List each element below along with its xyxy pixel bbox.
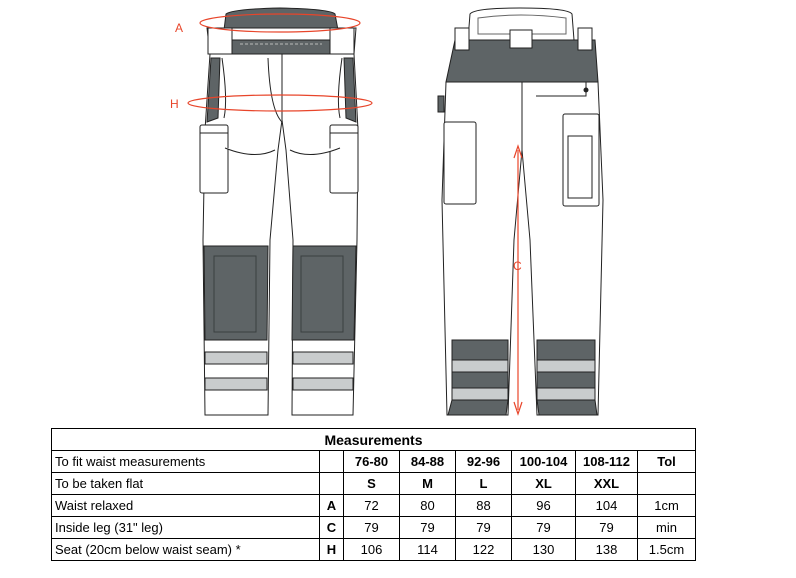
measurement-markers (187, 13, 523, 416)
size-value-cell: 84-88 (399, 450, 456, 473)
back-view (437, 7, 604, 416)
size-value-cell: 122 (455, 538, 512, 561)
size-value-cell: 76-80 (343, 450, 400, 473)
seat-dimension-label: H (170, 97, 179, 111)
size-value-cell: 79 (575, 516, 638, 539)
row-code: C (319, 516, 344, 539)
size-value-cell: 79 (343, 516, 400, 539)
row-label: Seat (20cm below waist seam) * (51, 538, 320, 561)
tolerance-cell: min (637, 516, 696, 539)
measurements-table: Measurements To fit waist measurements 76… (51, 428, 696, 561)
size-value-cell: 80 (399, 494, 456, 517)
row-label: To be taken flat (51, 472, 320, 495)
size-value-cell: 92-96 (455, 450, 512, 473)
size-value-cell: 106 (343, 538, 400, 561)
tolerance-cell (637, 472, 696, 495)
size-value-cell: 79 (511, 516, 576, 539)
size-value-cell: 79 (455, 516, 512, 539)
size-value-cell: 114 (399, 538, 456, 561)
size-value-cell: 108-112 (575, 450, 638, 473)
tolerance-cell: Tol (637, 450, 696, 473)
seat-measure-ring (187, 94, 373, 112)
front-view (199, 7, 359, 416)
size-value-cell: 96 (511, 494, 576, 517)
row-label: Waist relaxed (51, 494, 320, 517)
size-value-cell: 104 (575, 494, 638, 517)
inside-leg-dimension-label: C (513, 259, 522, 273)
size-value-cell: 138 (575, 538, 638, 561)
tolerance-cell: 1cm (637, 494, 696, 517)
table-title-row: Measurements (51, 428, 696, 451)
waist-dimension-label: A (175, 21, 183, 35)
trousers-technical-drawing: A H C (170, 7, 604, 416)
size-value-cell: L (455, 472, 512, 495)
row-code: A (319, 494, 344, 517)
waist-measure-ring (199, 13, 361, 33)
row-label: To fit waist measurements (51, 450, 320, 473)
table-title: Measurements (51, 428, 696, 451)
row-label: Inside leg (31" leg) (51, 516, 320, 539)
size-value-cell: XXL (575, 472, 638, 495)
size-value-cell: 79 (399, 516, 456, 539)
row-code: H (319, 538, 344, 561)
size-value-cell: 88 (455, 494, 512, 517)
size-value-cell: 130 (511, 538, 576, 561)
size-value-cell: 100-104 (511, 450, 576, 473)
tolerance-cell: 1.5cm (637, 538, 696, 561)
size-value-cell: M (399, 472, 456, 495)
size-value-cell: XL (511, 472, 576, 495)
size-value-cell: S (343, 472, 400, 495)
size-value-cell: 72 (343, 494, 400, 517)
row-code (319, 450, 344, 473)
row-code (319, 472, 344, 495)
